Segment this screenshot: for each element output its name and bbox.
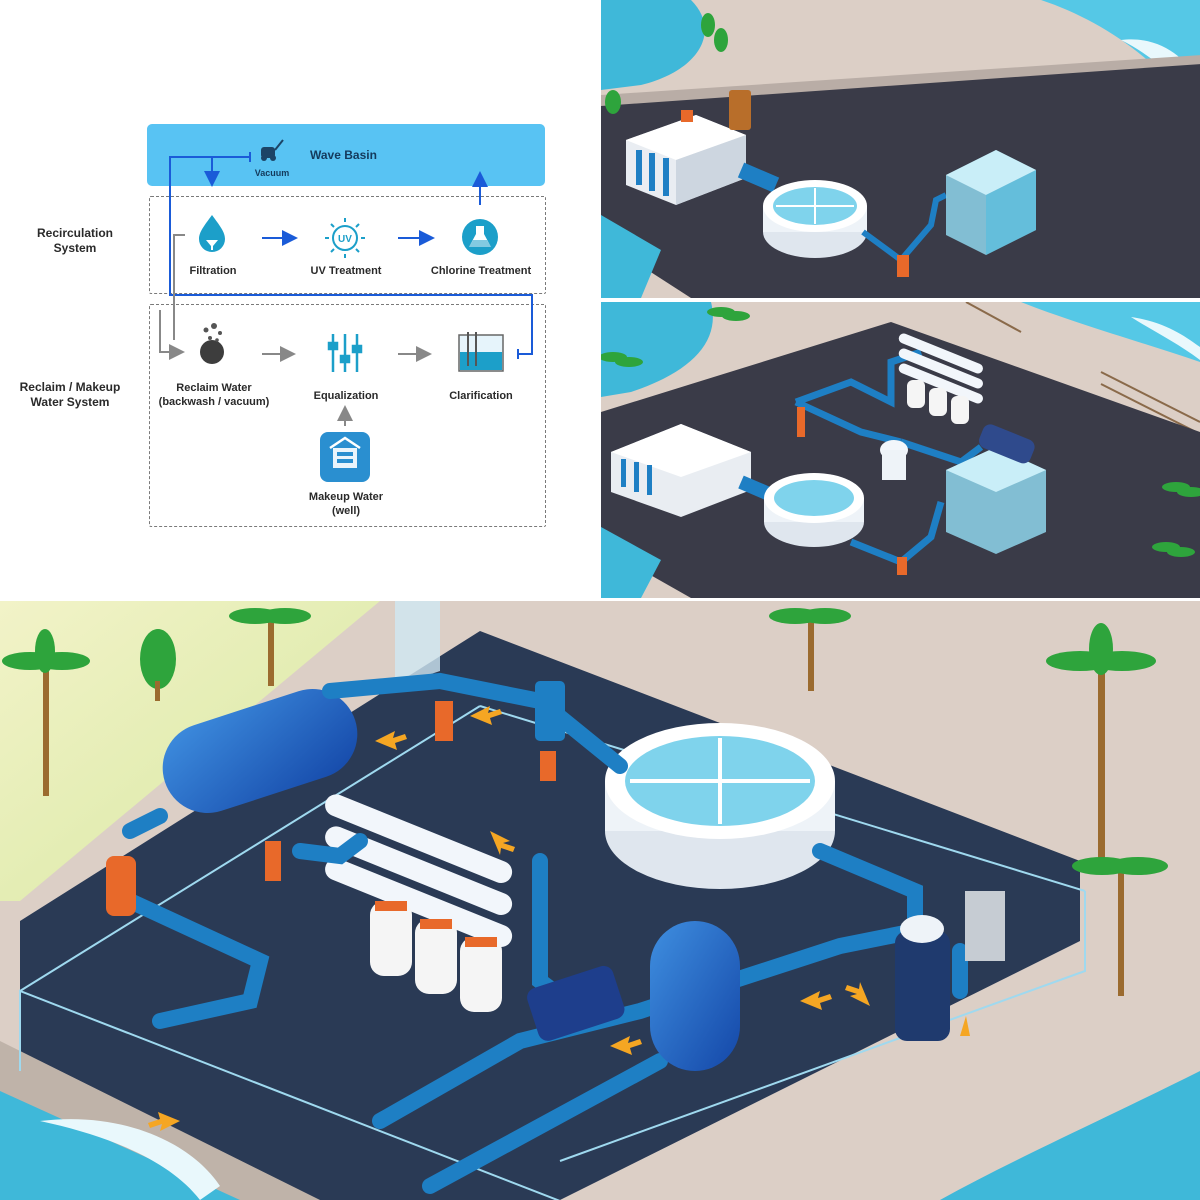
uv-icon: UV (325, 218, 365, 258)
makeup-water-label: Makeup Water (well) (308, 491, 384, 517)
hydro-tank (650, 921, 740, 1071)
recirculation-system-box (149, 196, 546, 294)
reclaim-water-label: Reclaim Water (backwash / vacuum) (158, 382, 270, 408)
wave-icon (1041, 0, 1200, 120)
ro-membrane-tubes (325, 794, 513, 1012)
ro-membrane-tubes (898, 333, 983, 424)
pool-water (601, 0, 705, 90)
pressure-tank (162, 689, 358, 813)
stage-3-illustration (0, 601, 1200, 1200)
palm-tree-icon (601, 307, 1200, 557)
filtration-drop-icon (199, 215, 225, 252)
uv-treatment-label: UV Treatment (310, 265, 382, 277)
isometric-stage-2-panel (601, 302, 1200, 598)
isometric-stage-3-panel (0, 601, 1200, 1200)
vacuum-icon (261, 139, 284, 161)
stage-1-illustration (601, 0, 1200, 298)
panel-divider-horizontal (0, 598, 1200, 601)
palm-tree-icon (2, 608, 1168, 996)
equalization-sliders-icon (327, 334, 363, 372)
filter-housing (626, 110, 746, 205)
equalization-label: Equalization (313, 390, 379, 402)
palm-tree-icon (605, 13, 728, 114)
isometric-stage-1-panel (601, 0, 1200, 298)
equalization-cube (946, 150, 1036, 255)
clarifier-tank (605, 723, 835, 889)
filtration-label: Filtration (189, 265, 237, 277)
vacuum-label: Vacuum (254, 168, 290, 178)
clarification-label: Clarification (449, 390, 513, 402)
clarification-tank-icon (458, 332, 504, 372)
reclaim-water-icon (200, 323, 224, 364)
reclaim-system-box (149, 304, 546, 527)
wave-basin-title: Wave Basin (310, 148, 377, 162)
panel-divider-vertical (598, 0, 601, 601)
flow-diagram-panel: Wave Basin Recirculation System Reclaim … (0, 0, 598, 598)
flow-arrows (148, 706, 970, 1131)
recirculation-system-label: Recirculation System (36, 226, 114, 255)
reclaim-system-label: Reclaim / Makeup Water System (19, 380, 121, 409)
stage-2-illustration (601, 302, 1200, 598)
panel-divider-horizontal-right (601, 298, 1200, 302)
uv-icon-text: UV (338, 234, 352, 245)
chlorine-treatment-label: Chlorine Treatment (430, 265, 532, 277)
makeup-well-icon (320, 432, 370, 482)
chlorine-flask-icon (462, 219, 498, 255)
clarifier-tank (763, 180, 867, 258)
flow-diagram-graphics: UV (159, 139, 533, 482)
